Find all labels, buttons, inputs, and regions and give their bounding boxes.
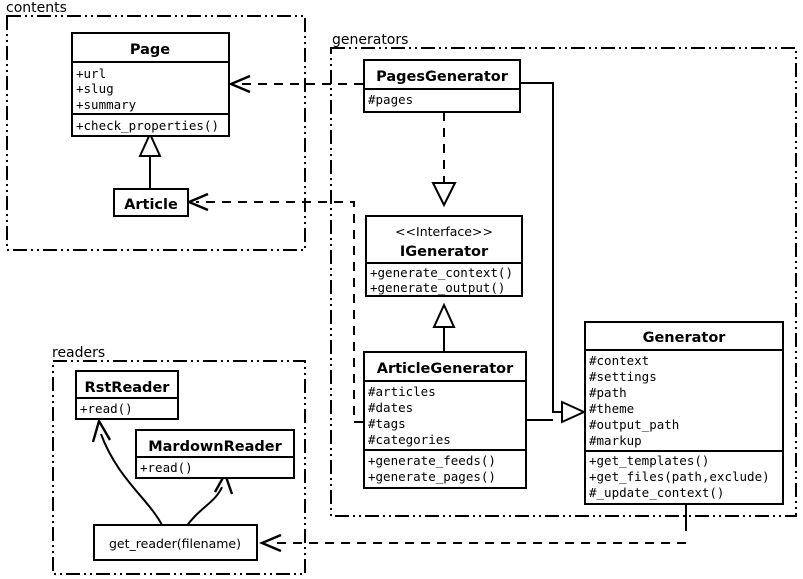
class-rstreader-title: RstReader (85, 380, 171, 396)
package-contents: contents (6, 0, 306, 251)
package-readers-label: readers (52, 345, 105, 361)
class-mardownreader[interactable]: MardownReader +read() (135, 429, 295, 479)
class-rstreader[interactable]: RstReader +read() (75, 370, 179, 420)
class-articlegenerator-attribute: #dates (368, 400, 413, 415)
open-arrowhead (91, 417, 112, 443)
class-generator-method: #_update_context() (589, 485, 724, 500)
package-readers-border (52, 360, 306, 575)
class-articlegenerator-title: ArticleGenerator (377, 361, 514, 377)
hollow-triangle-arrowhead (138, 131, 162, 157)
class-articlegenerator[interactable]: ArticleGenerator #articles #dates #tags … (363, 351, 527, 489)
open-arrowhead (258, 533, 282, 553)
class-rstreader-method: +read() (80, 401, 133, 416)
class-generator-attribute: #markup (589, 433, 642, 448)
class-page-attribute: +slug (76, 81, 114, 96)
edge-articlegenerator-to-article (185, 192, 363, 423)
class-article[interactable]: Article (113, 188, 189, 217)
edge-line (196, 201, 363, 423)
edge-pagesgenerator-to-igenerator (431, 112, 457, 208)
hollow-triangle-arrowhead (561, 400, 587, 424)
package-contents-border (6, 15, 306, 251)
package-generators-border (330, 47, 797, 517)
class-page-box[interactable] (71, 32, 230, 137)
class-mardownreader-box[interactable] (135, 429, 295, 479)
class-articlegenerator-box[interactable] (363, 351, 527, 489)
class-generator-attribute: #path (589, 385, 627, 400)
class-generator[interactable]: Generator #context #settings #path #them… (584, 321, 784, 505)
class-igenerator-stereotype: <<Interface>> (395, 224, 493, 239)
hollow-triangle-arrowhead (432, 302, 456, 328)
class-generator-method: +get_templates() (589, 453, 709, 468)
class-generator-attribute: #context (589, 353, 649, 368)
class-generator-method: +get_files(path,exclude) (589, 469, 770, 484)
class-page-attribute: +summary (76, 97, 137, 112)
class-generator-attribute: #settings (589, 369, 657, 384)
class-page-attribute: +url (76, 66, 106, 81)
class-page[interactable]: Page +url +slug +summary +check_properti… (71, 32, 230, 137)
class-generator-title: Generator (643, 330, 727, 346)
function-get-reader-label: get_reader(filename) (109, 536, 241, 551)
function-get-reader[interactable]: get_reader(filename) (93, 524, 258, 561)
package-generators-label: generators (332, 32, 408, 48)
edge-curve (185, 486, 223, 528)
class-page-title: Page (130, 42, 170, 58)
class-article-box[interactable] (113, 188, 189, 217)
edge-article-to-page (138, 131, 162, 190)
class-article-title: Article (124, 197, 178, 213)
package-contents-label: contents (6, 0, 67, 16)
class-articlegenerator-attribute: #articles (368, 384, 436, 399)
edge-get-reader-to-mardownreader (185, 471, 234, 528)
class-pagesgenerator-box[interactable] (363, 59, 521, 113)
class-pagesgenerator-title: PagesGenerator (376, 69, 509, 85)
class-igenerator-title: IGenerator (400, 244, 489, 260)
class-igenerator-method: +generate_context() (370, 265, 513, 280)
class-generator-attribute: #theme (589, 401, 634, 416)
class-pagesgenerator[interactable]: PagesGenerator #pages (363, 59, 521, 113)
package-generators: generators (330, 32, 797, 517)
class-igenerator-method: +generate_output() (370, 280, 505, 295)
class-articlegenerator-attribute: #categories (368, 432, 451, 447)
class-igenerator-box[interactable] (365, 215, 523, 297)
class-articlegenerator-method: +generate_feeds() (368, 453, 496, 468)
edge-get-reader-to-rstreader (91, 417, 164, 528)
class-mardownreader-method: +read() (140, 460, 193, 475)
function-get-reader-box[interactable] (93, 524, 258, 561)
class-articlegenerator-attribute: #tags (368, 416, 406, 431)
edge-curve (100, 433, 164, 528)
edge-generators-to-generator (520, 82, 587, 424)
hollow-triangle-arrowhead (431, 182, 457, 208)
package-readers: readers (52, 345, 306, 575)
edge-articlegenerator-to-igenerator (432, 302, 456, 352)
edge-line-pagesgenerator (520, 82, 562, 413)
class-mardownreader-title: MardownReader (148, 439, 282, 455)
edge-pagesgenerator-to-page (227, 74, 363, 94)
open-arrowhead (227, 74, 251, 94)
class-pagesgenerator-attribute: #pages (368, 92, 413, 107)
class-generator-box[interactable] (584, 321, 784, 505)
class-rstreader-box[interactable] (75, 370, 179, 420)
class-generator-attribute: #output_path (589, 417, 679, 432)
class-articlegenerator-method: +generate_pages() (368, 469, 496, 484)
edge-generator-to-get-reader (258, 504, 687, 553)
class-page-method: +check_properties() (76, 118, 219, 133)
class-igenerator[interactable]: <<Interface>> IGenerator +generate_conte… (365, 215, 523, 297)
